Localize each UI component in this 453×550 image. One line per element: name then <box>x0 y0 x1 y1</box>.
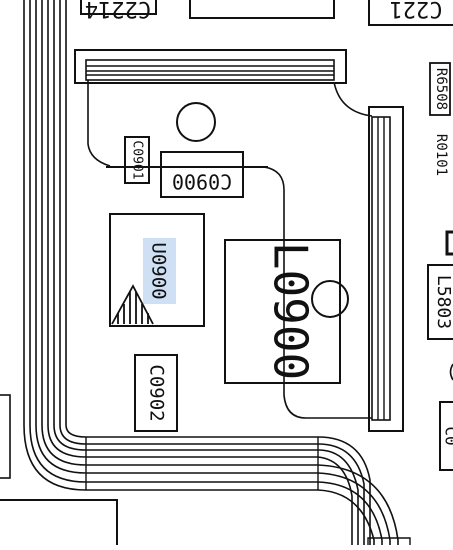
component-l5803: L5803 <box>428 265 453 339</box>
component-l0900: L0900 <box>225 240 340 383</box>
right-edge-bracket <box>447 232 453 254</box>
right-edge-lower-component: C0 <box>440 402 453 470</box>
component-r6508: R6508 <box>430 63 450 115</box>
right-connector <box>369 107 403 431</box>
top-left-component: C2214 <box>81 0 156 21</box>
component-u0900: U0900 <box>110 214 204 326</box>
component-c0900: C0900 <box>161 152 243 197</box>
top-right-component: C221 <box>369 0 453 25</box>
svg-text:C221: C221 <box>390 0 443 21</box>
bottom-bus-traces <box>86 437 398 545</box>
label-r0101: R0101 <box>433 134 449 176</box>
label-l0900: L0900 <box>264 242 318 380</box>
bottom-bus-pads <box>86 437 410 545</box>
component-c0902: C0902 <box>135 355 177 431</box>
top-connector <box>75 50 346 83</box>
left-bus-traces <box>24 0 86 490</box>
svg-text:C0: C0 <box>442 426 453 445</box>
component-r0101: R0101 <box>433 134 449 176</box>
label-u0900: U0900 <box>148 242 170 299</box>
component-c0901: C0901 <box>125 137 149 183</box>
label-c0902: C0902 <box>146 364 168 421</box>
label-c0901: C0901 <box>130 140 145 179</box>
via-top <box>177 103 215 141</box>
left-drop-trace <box>88 80 110 166</box>
label-r6508: R6508 <box>433 68 449 110</box>
label-l5803: L5803 <box>433 275 453 329</box>
label-c0900: C0900 <box>172 170 232 194</box>
bottom-left-component <box>0 500 117 545</box>
left-edge-component <box>0 395 10 478</box>
top-center-component <box>190 0 334 18</box>
label-c2214: C2214 <box>85 0 151 21</box>
connector-link-trace <box>334 82 372 116</box>
